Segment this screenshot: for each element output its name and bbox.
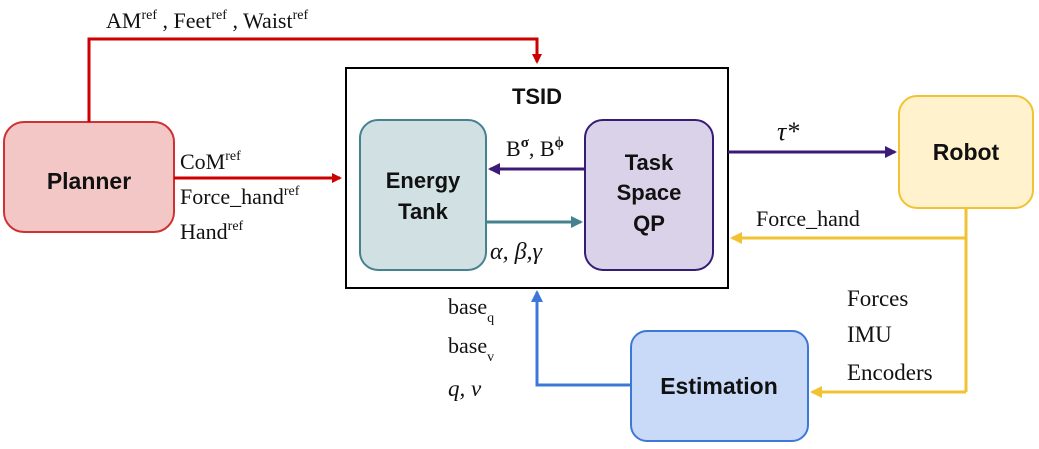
alpha-beta-gamma-label: α, β,γ (490, 239, 543, 265)
top-refs-label: AMref , Feetref , Waistref (106, 8, 308, 33)
estimation-arrow (531, 290, 631, 387)
com-ref-label: CoMref (180, 149, 241, 174)
b-sigma-phi-label: Bσ, Bϕ (506, 135, 564, 161)
feet-text: Feet (174, 8, 212, 33)
estimation-label: Estimation (660, 373, 778, 399)
qp-block (584, 119, 714, 271)
tsid-title: TSID (512, 84, 562, 109)
waist-text: Waist (243, 8, 293, 33)
am-sup: ref (141, 8, 157, 23)
energy-tank-label-1: Energy (386, 168, 461, 193)
waist-sup: ref (293, 8, 309, 23)
sensor-encoders-label: Encoders (847, 360, 933, 385)
qp-label-1: Task (625, 150, 674, 175)
energy-tank-label-2: Tank (398, 199, 448, 224)
base-v-label: basev (448, 333, 494, 365)
energy-tank-block (359, 119, 487, 271)
force-hand-feedback-label: Force_hand (756, 206, 860, 231)
planner-label: Planner (47, 168, 131, 194)
sensor-forces-label: Forces (847, 286, 908, 311)
top-refs-arrow (87, 37, 542, 122)
am-text: AM (106, 8, 141, 33)
sensor-imu-label: IMU (847, 322, 892, 347)
tau-label: τ* (777, 117, 799, 146)
hand-ref-label: Handref (180, 219, 244, 244)
q-nu-label: q, ν (448, 376, 482, 401)
qp-label-3: QP (633, 211, 665, 236)
feet-sup: ref (211, 8, 227, 23)
base-q-label: baseq (448, 294, 494, 326)
qp-label-2: Space (617, 180, 682, 205)
robot-label: Robot (933, 139, 1000, 165)
force-hand-ref-label: Force_handref (180, 184, 300, 209)
